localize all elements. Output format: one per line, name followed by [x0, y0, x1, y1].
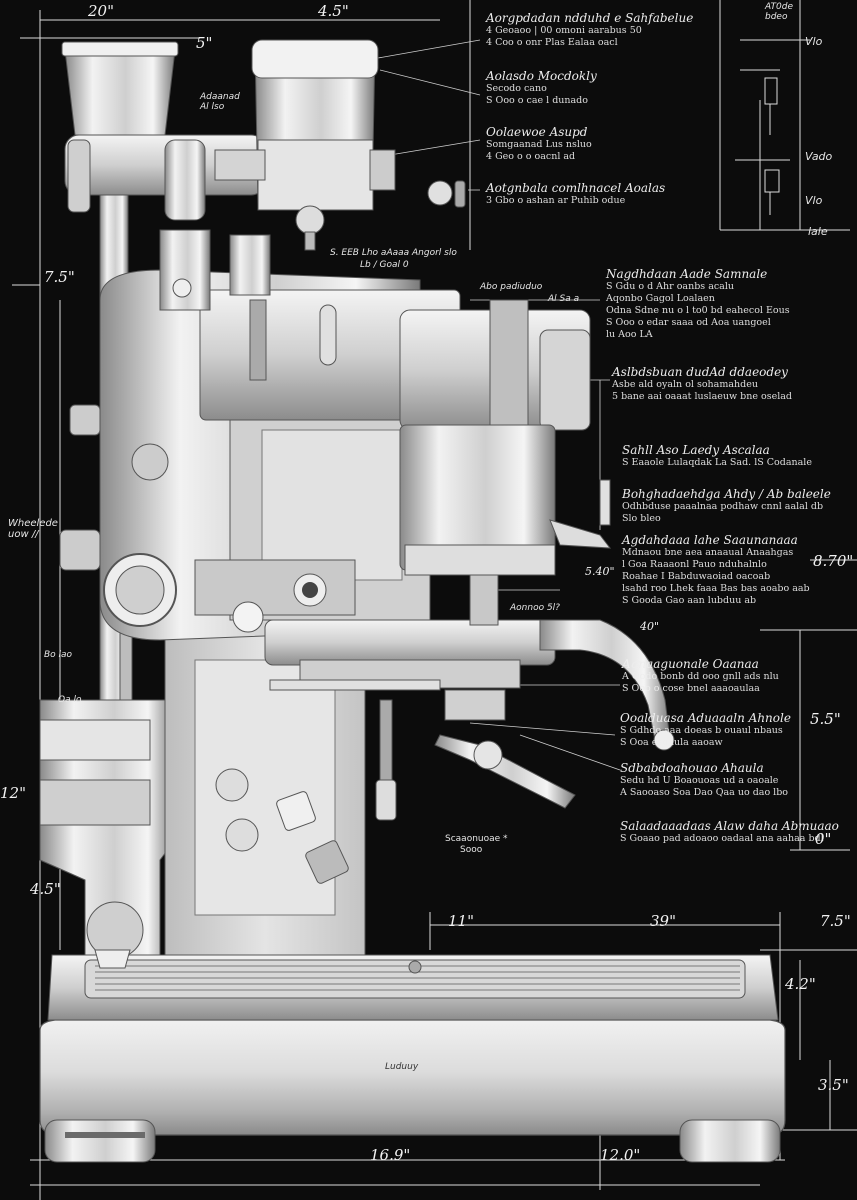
annotation-5-line-4: S Ooo o edar saaa od Aoa uangoel [606, 317, 771, 328]
annotation-5-line-1: S Gdu o d Ahr oanbs acalu [606, 281, 734, 292]
dimension-bottom-b: 12.0" [600, 1146, 641, 1164]
annotation-6-title: Aslbdsbuan dudAd ddaeodey [612, 365, 788, 379]
dimension-bottom-a: 16.9" [370, 1146, 411, 1164]
boiler-group [399, 299, 612, 576]
annotation-9-title: Agdahdaaa lahe Saaunanaaa [622, 533, 798, 547]
annotation-11-line-1: S Gdhdo aaa doeas b ouaul nbaus [620, 725, 783, 736]
annotation-4-title: Aotgnbala comlhnacel Aoalas [486, 181, 666, 195]
note-side-1: Vlo [805, 35, 823, 48]
annotation-11-title: Ooalduasa Aduaaaln Ahnole [620, 711, 791, 725]
annotation-5-line-3: Odna Sdne nu o l to0 bd eahecol Eous [606, 305, 790, 316]
dimension-top-right-note: AT0de bdeo [765, 2, 793, 22]
note-left-small: Adaanad Al lso [200, 92, 240, 112]
annotation-5-title: Nagdhdaan Aade Samnale [606, 267, 768, 281]
annotation-9-line-2: l Goa Raaaonl Pauo nduhalnlo [622, 559, 767, 570]
machine-body [59, 229, 461, 956]
annotation-12-line-2: A Saooaso Soa Dao Qaa uo dao lbo [620, 787, 789, 798]
annotation-10-line-2: S Ooo o cose bnel aaaoaulaa [622, 683, 760, 694]
note-left-small-3: Oa lo [58, 695, 82, 705]
annotation-3-line-1: Somgaanad Lus nsluo [486, 139, 592, 150]
annotation-8-title: Bohghadaehdga Ahdy / Ab baleele [622, 487, 831, 501]
annotation-11: Ooalduasa Aduaaaln Ahnole S Gdhdo aaa do… [620, 712, 791, 749]
dimension-right-base2: 4.2" [785, 975, 816, 993]
grinder-assembly [61, 39, 466, 251]
annotation-10-line-1: A Oodo bonb dd ooo gnll ads nlu [622, 671, 779, 682]
machine-base [39, 954, 786, 1163]
note-small-lower-b: Sooo [460, 845, 483, 855]
dimension-left-mid: Wheelede uow // [8, 518, 58, 540]
note-mid-label: Aonnoo 5l? [510, 603, 560, 613]
dimension-top-small: 5" [196, 34, 213, 52]
annotation-11-line-2: S Ooa eso lula aaoaw [620, 737, 723, 748]
dimension-right-lower2: 0" [815, 830, 832, 848]
dimension-left-base: 4.5" [30, 880, 61, 898]
note-left-small-2: Bo lao [44, 650, 73, 660]
annotation-4: Aotgnbala comlhnacel Aoalas 3 Gbo o asha… [486, 182, 665, 207]
annotation-5-line-2: Aqonbo Gagol Loalaen [606, 293, 715, 304]
dimension-right-mid: 8.70" [813, 552, 854, 570]
annotation-12-line-1: Sedu hd U Boaouoas ud a oaoale [620, 775, 779, 786]
annotation-1-line-2: 4 Coo o onr Plas Ealaa oacl [486, 37, 618, 48]
dimension-right-base3: 3.5" [818, 1076, 849, 1094]
note-top-center-a: Abo padiuduo [480, 282, 543, 292]
annotation-6-line-2: 5 bane aai oaaat luslaeuw bne oselad [612, 391, 792, 402]
fitting-sketch [735, 39, 810, 215]
annotation-12: Sdbabdoahouao Ahaula Sedu hd U Boaouoas … [620, 762, 788, 799]
annotation-9-line-3: Roahae I Babduwaoiad oacoab [622, 571, 771, 582]
annotation-9-line-5: S Gooda Gao aan lubduu ab [622, 595, 757, 606]
annotation-2-line-1: Secodo cano [486, 83, 547, 94]
annotation-10: Aqnaaguonale Oaanaa A Oodo bonb dd ooo g… [622, 658, 779, 695]
group-head [264, 574, 675, 821]
annotation-3: Oolaewoe Asupd Somgaanad Lus nsluo 4 Geo… [486, 126, 592, 163]
note-upper-center: S. EEB Lho aAaaa Angorl slo [330, 248, 457, 258]
annotation-7-line-1: S Eaaole Lulaqdak La Sad. lS Codanale [622, 457, 812, 468]
annotation-1-title: Aorgpdadan ndduhd e Sahfabelue [486, 11, 694, 25]
note-top-center-b: Al Sa a [548, 294, 580, 304]
note-side-4: lale [808, 225, 828, 238]
annotation-2-line-2: S Ooo o cae l dunado [486, 95, 588, 106]
annotation-9-line-4: lsahd roo Lhek faaa Bas bas aoabo aab [622, 583, 810, 594]
dimension-right-base1: 7.5" [820, 912, 851, 930]
annotation-8-line-2: Slo bleo [622, 513, 661, 524]
note-upper-center-2: Lb / Goal 0 [360, 260, 409, 270]
annotation-8-line-1: Odhbduse paaalnaa podhaw cnnl aalal db [622, 501, 824, 512]
dimension-top-left: 20" [88, 2, 114, 20]
annotation-9: Agdahdaaa lahe Saaunanaaa Mdnaou bne aea… [622, 534, 810, 607]
dimension-bottom-mid1: 11" [448, 912, 474, 930]
annotation-4-line-1: 3 Gbo o ashan ar Puhib odue [486, 195, 626, 206]
annotation-5-line-5: lu Aoo LA [606, 329, 653, 340]
annotation-7-title: Sahll Aso Laedy Ascalaa [622, 443, 770, 457]
dimension-small-mid: 5.40" [585, 565, 615, 578]
brand-plate: Luduuy [385, 1062, 419, 1072]
note-small-lower-a: Scaaonuoae * [445, 834, 508, 844]
annotation-12-title: Sdbabdoahouao Ahaula [620, 761, 764, 775]
leader-lines [377, 39, 621, 771]
annotation-13: Salaadaaadaas Alaw daha Abmuaao S Goaao … [620, 820, 839, 845]
annotation-9-line-1: Mdnaou bne aea anaaual Anaahgas [622, 547, 794, 558]
dimension-left-upper: 7.5" [44, 268, 75, 286]
note-side-3: Vlo [805, 194, 823, 207]
annotation-10-title: Aqnaaguonale Oaanaa [622, 657, 759, 671]
annotation-13-title: Salaadaaadaas Alaw daha Abmuaao [620, 819, 839, 833]
annotation-6-line-1: Asbe ald oyaln ol sohamahdeu [612, 379, 758, 390]
annotation-6: Aslbdsbuan dudAd ddaeodey Asbe ald oyaln… [612, 366, 792, 403]
annotation-13-line-1: S Goaao pad adoaoo oadaal ana aahaa bdl [620, 833, 824, 844]
dimension-small-x: 40" [640, 620, 660, 633]
dimension-left-lower: 12" [0, 784, 26, 802]
annotation-8: Bohghadaehdga Ahdy / Ab baleele Odhbduse… [622, 488, 831, 525]
annotation-2-title: Aolasdo Mocdokly [486, 69, 597, 83]
annotation-5: Nagdhdaan Aade Samnale S Gdu o d Ahr oan… [606, 268, 790, 341]
dimension-top-mid: 4.5" [318, 2, 349, 20]
annotation-3-line-2: 4 Geo o o oacnl ad [486, 151, 576, 162]
annotation-1-line-1: 4 Geoaoo | 00 omoni aarabus 50 [486, 25, 642, 36]
annotation-3-title: Oolaewoe Asupd [486, 125, 588, 139]
note-side-2: Vado [805, 150, 833, 163]
annotation-2: Aolasdo Mocdokly Secodo cano S Ooo o cae… [486, 70, 597, 107]
dimension-bottom-mid2: 39" [650, 912, 676, 930]
annotation-7: Sahll Aso Laedy Ascalaa S Eaaole Lulaqda… [622, 444, 812, 469]
dimension-right-lower: 5.5" [810, 710, 841, 728]
annotation-1: Aorgpdadan ndduhd e Sahfabelue 4 Geoaoo … [486, 12, 693, 49]
